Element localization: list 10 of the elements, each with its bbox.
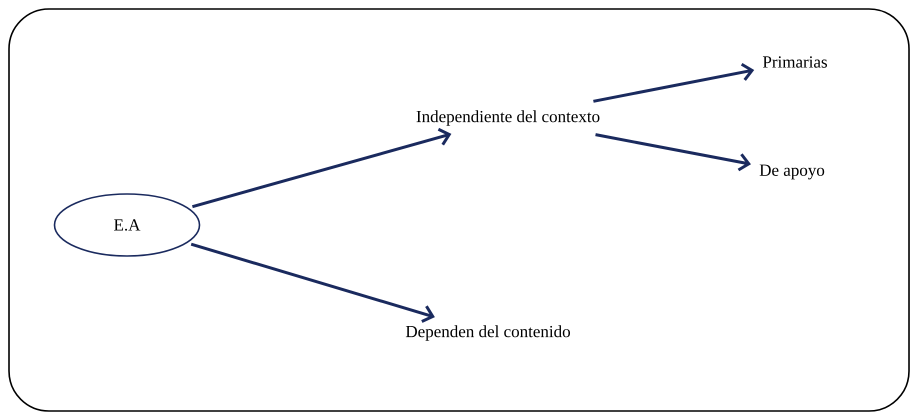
node-label: Independiente del contexto [416, 110, 600, 126]
node-label: De apoyo [760, 164, 824, 180]
frame-box [8, 8, 910, 412]
ellipse-node: E.A [54, 193, 200, 257]
arrow [192, 128, 452, 208]
arrow [593, 62, 754, 103]
node-label: Dependen del contenido [406, 325, 570, 341]
arrow [190, 242, 435, 323]
arrow [595, 133, 751, 172]
node-label: Primarias [762, 56, 827, 68]
